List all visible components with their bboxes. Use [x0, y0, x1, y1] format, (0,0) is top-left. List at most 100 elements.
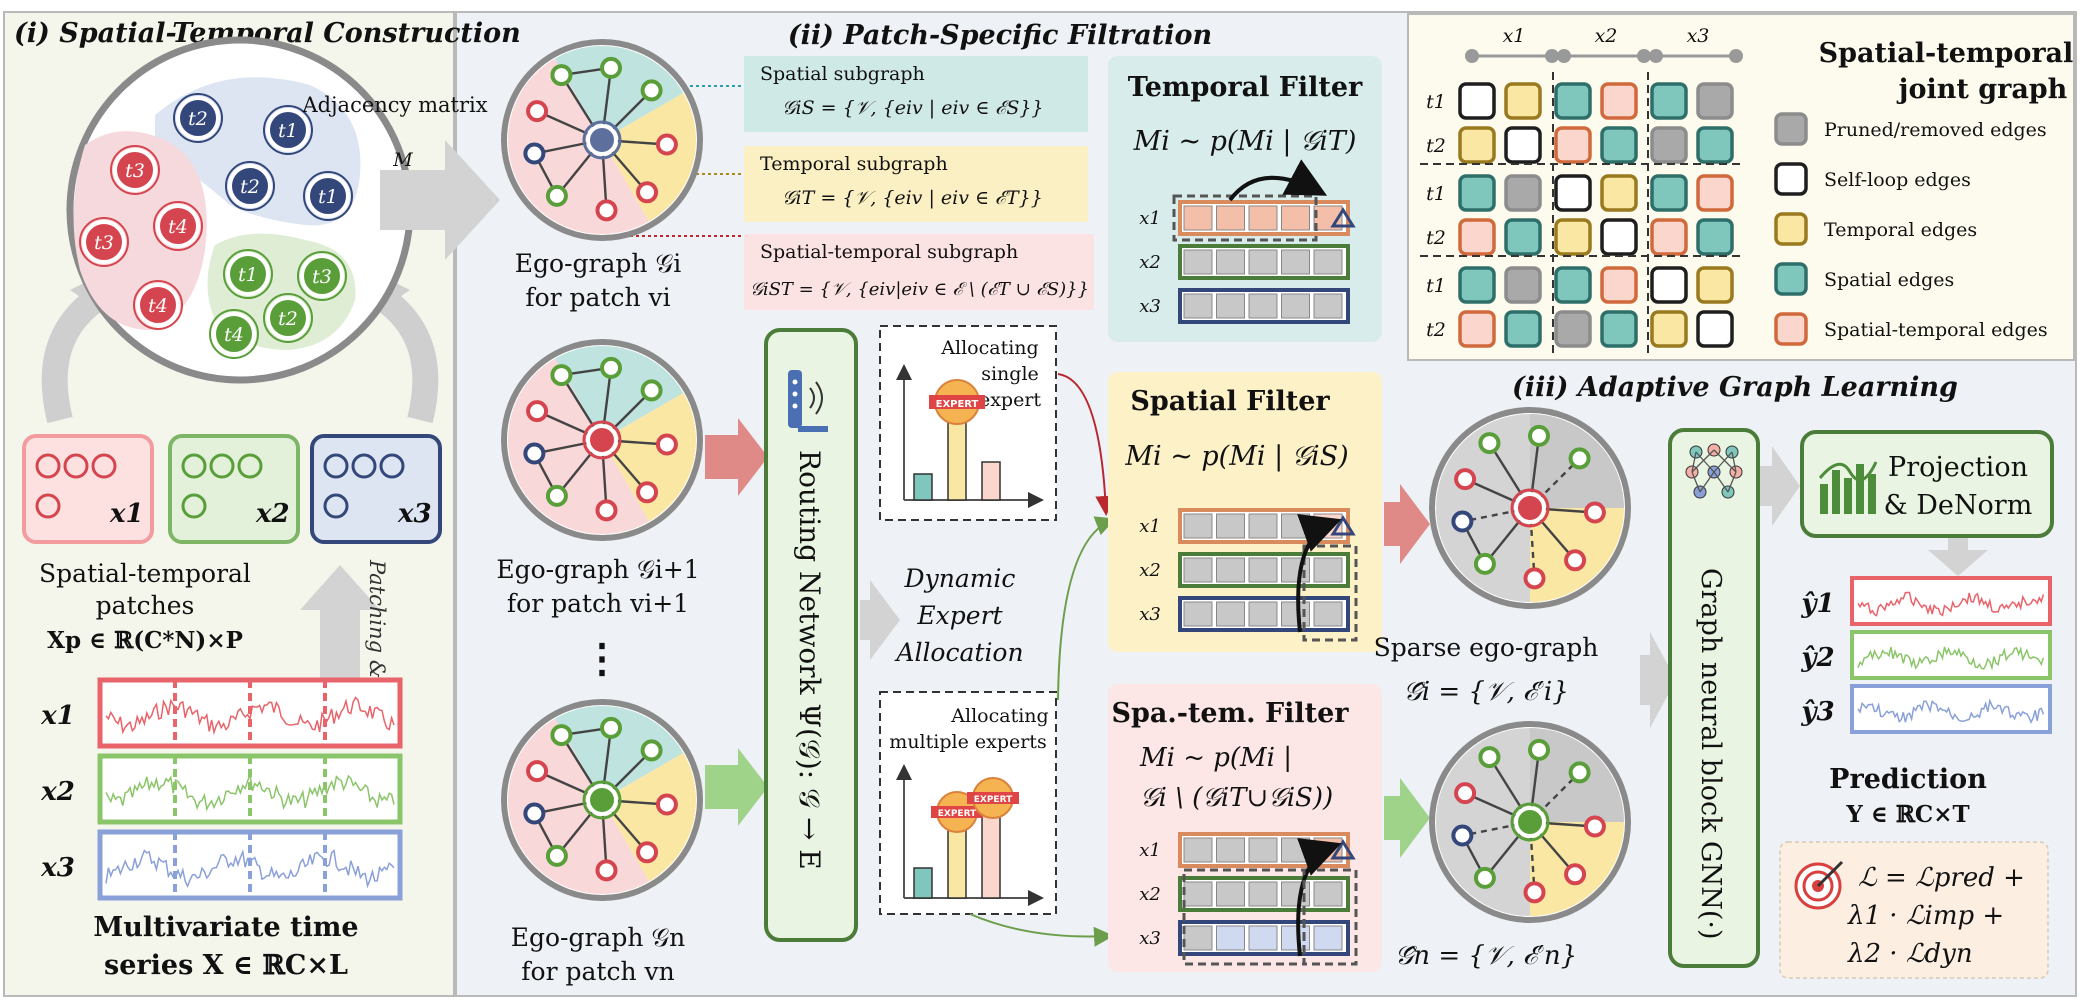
ego-node [636, 181, 659, 204]
legend-cell [1600, 218, 1638, 256]
filter-row: x2 [1139, 244, 1350, 280]
curve-multi-to-spatem [969, 913, 1114, 947]
legend-cell [1650, 218, 1688, 256]
ego-node [640, 379, 663, 402]
curve-multi-to-spatial [1057, 516, 1116, 701]
output-line [1857, 698, 2045, 725]
ego-n-line1: Ego-graph 𝒢n [511, 923, 686, 952]
arrow-gnn-to-projection [1760, 446, 1800, 526]
projection-box[interactable] [1800, 430, 2054, 538]
legend-item: Self-loop edges [1774, 162, 1971, 196]
series-label-1: Multivariate time [93, 912, 358, 943]
spatial-sub-label: Spatial subgraph [760, 63, 925, 85]
loss-line3: λ2 · ℒdyn [1847, 939, 1973, 969]
gnn-block[interactable] [1668, 428, 1760, 968]
sparse-formula-n: 𝒢̂n = {𝒱, ℰ′n} [1395, 941, 1577, 971]
spatial-subgraph-box [744, 56, 1088, 132]
prediction-label: Prediction [1829, 764, 1987, 795]
expert-badge-single: EXPERT [929, 379, 985, 425]
expert-badge-text: EXPERT [938, 809, 977, 819]
ego-i1-line2: for patch vi+1 [507, 589, 689, 618]
output-line [1857, 591, 2045, 617]
ego-node [1523, 567, 1546, 590]
circle-node: t3 [79, 217, 129, 267]
filter-row-label: x3 [1139, 296, 1161, 317]
legend-cell [1554, 126, 1592, 164]
temporal-sub-formula: 𝒢iT = {𝒱, {eiv | eiv ∈ ℰT}} [782, 187, 1043, 209]
expert-badge-text: EXPERT [974, 795, 1013, 805]
ego-node [600, 56, 623, 79]
arrow-dynamic [860, 580, 900, 660]
filter-row: x3 [1139, 596, 1350, 632]
ego-node [550, 64, 573, 87]
adjacency-label-text: Adjacency matrix [301, 93, 487, 117]
legend-cell [1504, 82, 1542, 120]
loss-line2: λ1 · ℒimp + [1847, 901, 2004, 931]
temporal-subgraph-box [744, 146, 1088, 222]
legend-cell [1600, 82, 1638, 120]
single-expert-box [879, 325, 1057, 521]
ego-node [1473, 866, 1496, 889]
ego-node [600, 356, 623, 379]
arrow-projection-to-outputs [1928, 538, 1988, 576]
ego-node [636, 481, 659, 504]
target-triangle-icon [1330, 207, 1356, 228]
legend-swatch [1774, 112, 1808, 146]
ego-node [640, 79, 663, 102]
spatial-filter-formula: Mi ~ p(Mi | 𝒢iS) [1124, 441, 1348, 472]
patch-group-label: x2 [255, 499, 290, 529]
sparse-graphs [1429, 407, 1631, 923]
ego-node [523, 802, 546, 825]
patch-group-label: x3 [397, 499, 432, 529]
legend-cell [1504, 266, 1542, 304]
arrow-spatem-to-sparse [1384, 778, 1430, 858]
ego-node [1478, 746, 1501, 769]
node-label: t2 [278, 308, 298, 330]
filter-curve-arrow [1296, 514, 1342, 633]
series-box-1: x1 [40, 677, 403, 749]
legend-cell [1696, 174, 1734, 212]
adjacency-arrow [380, 140, 500, 260]
ego-node [655, 133, 678, 156]
sparse-graph-i [1429, 407, 1631, 609]
ego-node [526, 760, 549, 783]
ego-node [1451, 510, 1474, 533]
expert-badge-multi-2: EXPERT [967, 777, 1019, 819]
filter-row-label: x3 [1139, 604, 1161, 625]
ego-node [526, 400, 549, 423]
temporal-sub-label: Temporal subgraph [760, 153, 948, 175]
circle-node: t1 [303, 171, 353, 221]
legend-row-label: t2 [1426, 135, 1446, 157]
curve-single-to-spatial [1057, 373, 1116, 516]
ego-node [1564, 863, 1587, 886]
ego-node [545, 484, 568, 507]
patch-dot [181, 453, 207, 479]
expert-badge-text: EXPERT [936, 399, 979, 410]
legend-item: Pruned/removed edges [1774, 112, 2047, 146]
node-label: t3 [312, 266, 332, 288]
legend-swatch [1774, 312, 1808, 346]
filter-row-label: x3 [1139, 928, 1161, 949]
routing-network-box[interactable] [764, 328, 858, 942]
arrow-ego-n-routing [705, 748, 768, 826]
ego-node [1451, 824, 1474, 847]
legend-cell [1650, 310, 1688, 348]
legend-swatch [1774, 212, 1808, 246]
ego-center-node [1514, 492, 1546, 524]
ego-node [595, 499, 618, 522]
spatial-sub-formula: 𝒢iS = {𝒱, {eiv | eiv ∈ ℰS}} [782, 97, 1044, 119]
alloc-multi-1: Allocating [950, 705, 1048, 727]
filter-row-label: x1 [1139, 840, 1161, 861]
ego-graph-i1 [501, 339, 703, 541]
legend-title-1: Spatial-temporal [1819, 38, 2074, 69]
spatial-filter-title: Spatial Filter [1130, 386, 1330, 417]
legend-cell [1650, 174, 1688, 212]
prediction-formula: Y ∈ ℝC×T [1845, 801, 1969, 828]
ego-node [1583, 815, 1606, 838]
legend-col-dot [1557, 49, 1571, 63]
output-1: ŷ1 [1800, 576, 2052, 626]
ego-node [550, 724, 573, 747]
sparse-label: Sparse ego-graph [1374, 633, 1599, 662]
ego-node [523, 142, 546, 165]
